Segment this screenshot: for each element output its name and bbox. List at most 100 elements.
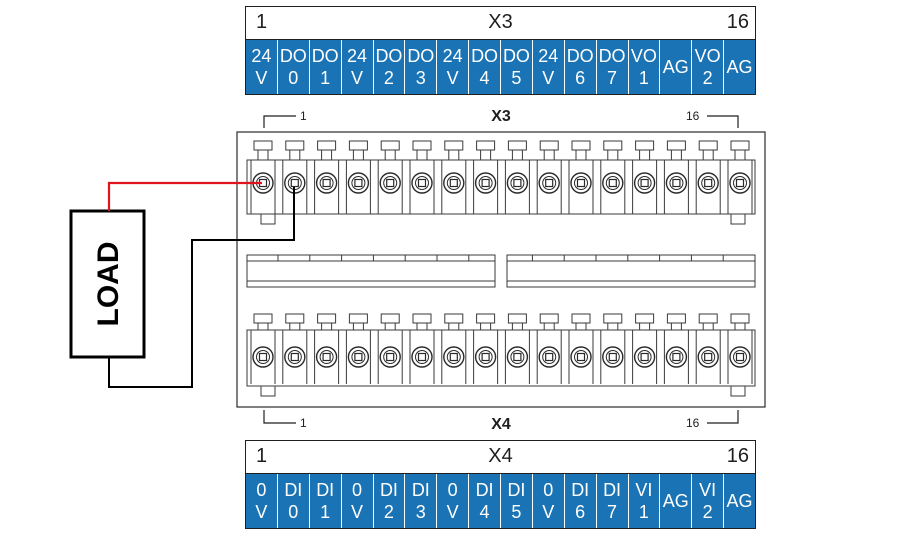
x4-pin-4-label-1: 0 [352, 480, 363, 500]
x4-terminal-3 [314, 313, 340, 384]
x3-pin-2-label-1: DO [279, 46, 307, 66]
x3-pin-15-label-2: 2 [702, 68, 713, 88]
x3-connector-bracket [263, 115, 739, 128]
x3-pin-13-label-1: VO [630, 46, 657, 66]
x3-pin-11-label-1: DO [566, 46, 594, 66]
x4-pin-7-label-2: V [446, 502, 459, 522]
x4-pin-1-label-1: 0 [256, 480, 267, 500]
x3-terminal-10 [536, 140, 562, 214]
x4-terminal-10 [536, 313, 562, 384]
middle-rib-right [506, 254, 756, 288]
x4-pin-8-label-1: DI [475, 480, 494, 500]
x3-connector-title: X3 [491, 108, 511, 125]
x3-strip-left-foot [260, 213, 276, 225]
x4-pin-11-label-2: 6 [575, 502, 586, 522]
x3-pin-5-label-1: DO [375, 46, 403, 66]
x4-pin-7-label-1: 0 [447, 480, 458, 500]
x4-terminal-13 [632, 313, 658, 384]
x4-pin-6-label-1: DI [411, 480, 430, 500]
x4-pin-2-label-1: DI [284, 480, 303, 500]
x4-pin-5-label-2: 2 [383, 502, 394, 522]
x4-pin-15-label-2: 2 [702, 502, 713, 522]
x4-terminal-15 [695, 313, 721, 384]
x3-terminal-3 [314, 140, 340, 214]
x4-pin-13-label-2: 1 [638, 502, 649, 522]
middle-rib-left [246, 254, 496, 288]
x3-terminal-4 [345, 140, 371, 214]
x4-terminal-6 [409, 313, 435, 384]
x3-pin-1-label-1: 24 [251, 46, 272, 66]
x3-pin-1-label-2: V [255, 68, 268, 88]
x4-terminal-4 [345, 313, 371, 384]
x3-pin-4-label-1: 24 [347, 46, 368, 66]
x4-terminal-7 [441, 313, 467, 384]
x4-terminal-5 [377, 313, 403, 384]
x4-strip-left-foot [260, 385, 276, 397]
x3-terminal-11 [568, 140, 594, 214]
x4-pin-8-label-2: 4 [479, 502, 490, 522]
x4-terminal-16 [727, 313, 753, 384]
x4-terminal-1 [250, 313, 276, 384]
x4-terminal-2 [282, 313, 308, 384]
x4-terminal-8 [473, 313, 499, 384]
x3-pin-10-label-2: V [542, 68, 555, 88]
x3-terminal-7 [441, 140, 467, 214]
load-label: LOAD [92, 242, 125, 327]
load-positive-wire [107, 181, 262, 211]
x4-terminal-14 [663, 313, 689, 384]
x3-pin-7-label-1: 24 [442, 46, 463, 66]
x4-pin-15-label-1: VI [699, 480, 717, 500]
x3-strip-right-foot [730, 213, 746, 225]
x3-pin-9-label-1: DO [502, 46, 530, 66]
x4-pin-9-label-1: DI [507, 480, 526, 500]
x4-connector-title: X4 [491, 416, 511, 433]
x4-terminal-12 [600, 313, 626, 384]
x4-strip-right-foot [730, 385, 746, 397]
x3-terminal-5 [377, 140, 403, 214]
x3-pin-2-label-2: 0 [288, 68, 299, 88]
x4-bracket-last-label: 16 [686, 416, 700, 430]
x4-terminal-11 [568, 313, 594, 384]
load-return-wire [108, 187, 295, 388]
x3-pin-8-label-2: 4 [479, 68, 490, 88]
x4-pin-1-label-2: V [255, 502, 268, 522]
x4-pin-table-header: X4 1 16 [246, 441, 755, 474]
x4-pin-4-label-2: V [351, 502, 364, 522]
x4-pin-table-last-index: 16 [726, 445, 749, 467]
x3-terminal-13 [632, 140, 658, 214]
x3-pin-9-label-2: 5 [511, 68, 522, 88]
load-box [69, 209, 146, 359]
x4-pin-6-label-2: 3 [415, 502, 426, 522]
x3-pin-15-label-1: VO [694, 46, 721, 66]
x4-pin-14: AG [660, 474, 693, 528]
x3-pin-3-label-1: DO [311, 46, 339, 66]
x3-pin-14-label-1: AG [662, 57, 689, 77]
x3-pin-table-last-index: 16 [726, 11, 749, 33]
x3-screw-terminals [250, 140, 753, 214]
x3-pin-12-label-2: 7 [607, 68, 618, 88]
x3-bracket-last-label: 16 [686, 109, 700, 123]
x4-screw-terminals [250, 313, 753, 384]
x3-terminal-9 [504, 140, 530, 214]
